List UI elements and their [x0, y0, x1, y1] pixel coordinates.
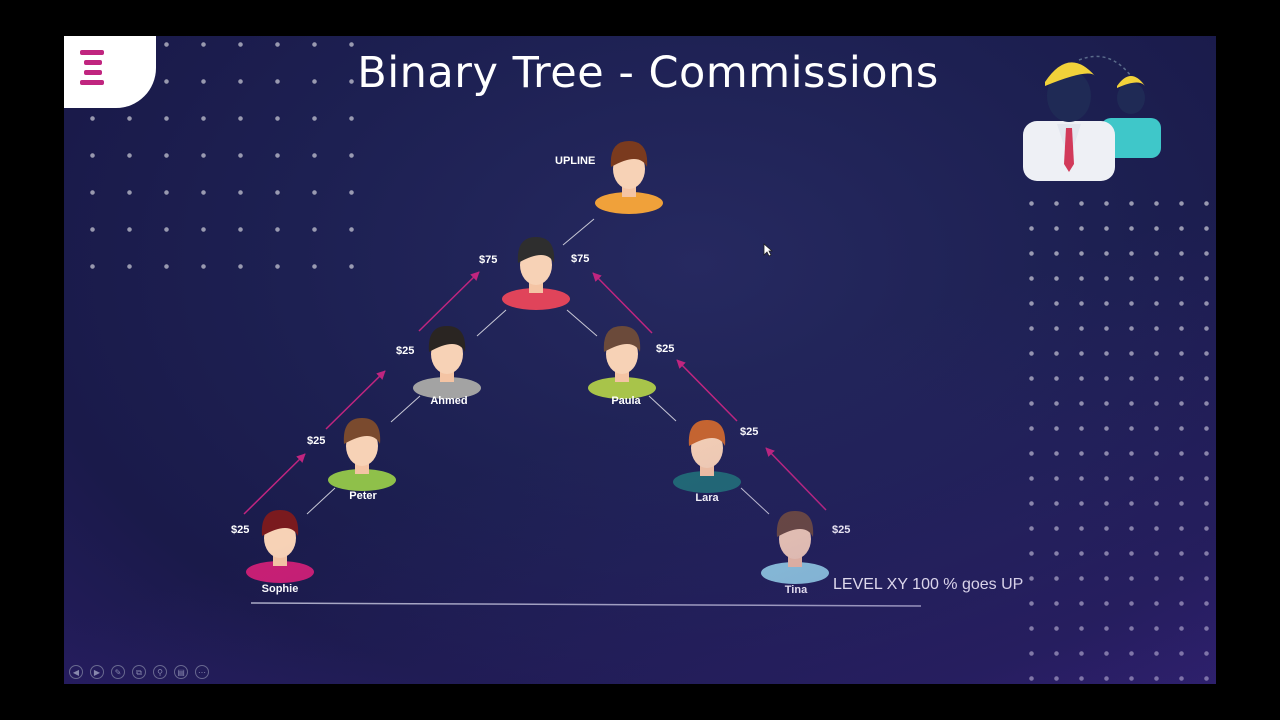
connector-line — [567, 310, 597, 336]
avatar-paula — [588, 326, 656, 399]
subtitle-icon[interactable]: ▤ — [174, 665, 188, 679]
commission-label: $25 — [231, 524, 249, 536]
node-name-lara: Lara — [667, 492, 747, 504]
avatar-peter — [328, 418, 396, 491]
commission-label: $25 — [656, 343, 674, 355]
avatar-upline — [595, 141, 663, 214]
pen-icon[interactable]: ✎ — [111, 665, 125, 679]
commission-label: $25 — [832, 524, 850, 536]
slide: Binary Tree - Commissions — [64, 36, 1216, 684]
binary-tree — [64, 36, 1216, 684]
commission-label: $25 — [307, 435, 325, 447]
connector-line — [477, 310, 506, 336]
slideshow-controls: ◀ ▶ ✎ ⧉ ⚲ ▤ ⋯ — [69, 665, 209, 681]
node-name-sophie: Sophie — [240, 583, 320, 595]
next-icon[interactable]: ▶ — [90, 665, 104, 679]
node-name-ahmed: Ahmed — [409, 395, 489, 407]
commission-label: $75 — [479, 254, 497, 266]
zoom-icon[interactable]: ⚲ — [153, 665, 167, 679]
commission-arrow — [593, 273, 652, 333]
commission-label: $75 — [571, 253, 589, 265]
upline-label: UPLINE — [555, 155, 595, 167]
node-name-tina: Tina — [756, 584, 836, 596]
commission-arrow — [766, 448, 826, 510]
commission-arrow — [244, 454, 305, 514]
node-name-peter: Peter — [323, 490, 403, 502]
prev-icon[interactable]: ◀ — [69, 665, 83, 679]
avatar-ahmed — [413, 326, 481, 399]
commission-label: $25 — [396, 345, 414, 357]
level-line — [251, 603, 921, 606]
commission-arrow — [419, 272, 479, 331]
avatar-sophie — [246, 510, 314, 583]
more-icon[interactable]: ⋯ — [195, 665, 209, 679]
commission-arrow — [677, 360, 737, 421]
avatar-center — [502, 237, 570, 310]
avatar-lara — [673, 420, 741, 493]
copy-icon[interactable]: ⧉ — [132, 665, 146, 679]
connector-line — [563, 219, 594, 245]
mouse-cursor-icon — [763, 243, 773, 257]
level-note: LEVEL XY 100 % goes UP — [833, 576, 1023, 594]
commission-label: $25 — [740, 426, 758, 438]
avatar-tina — [761, 511, 829, 584]
node-name-paula: Paula — [586, 395, 666, 407]
